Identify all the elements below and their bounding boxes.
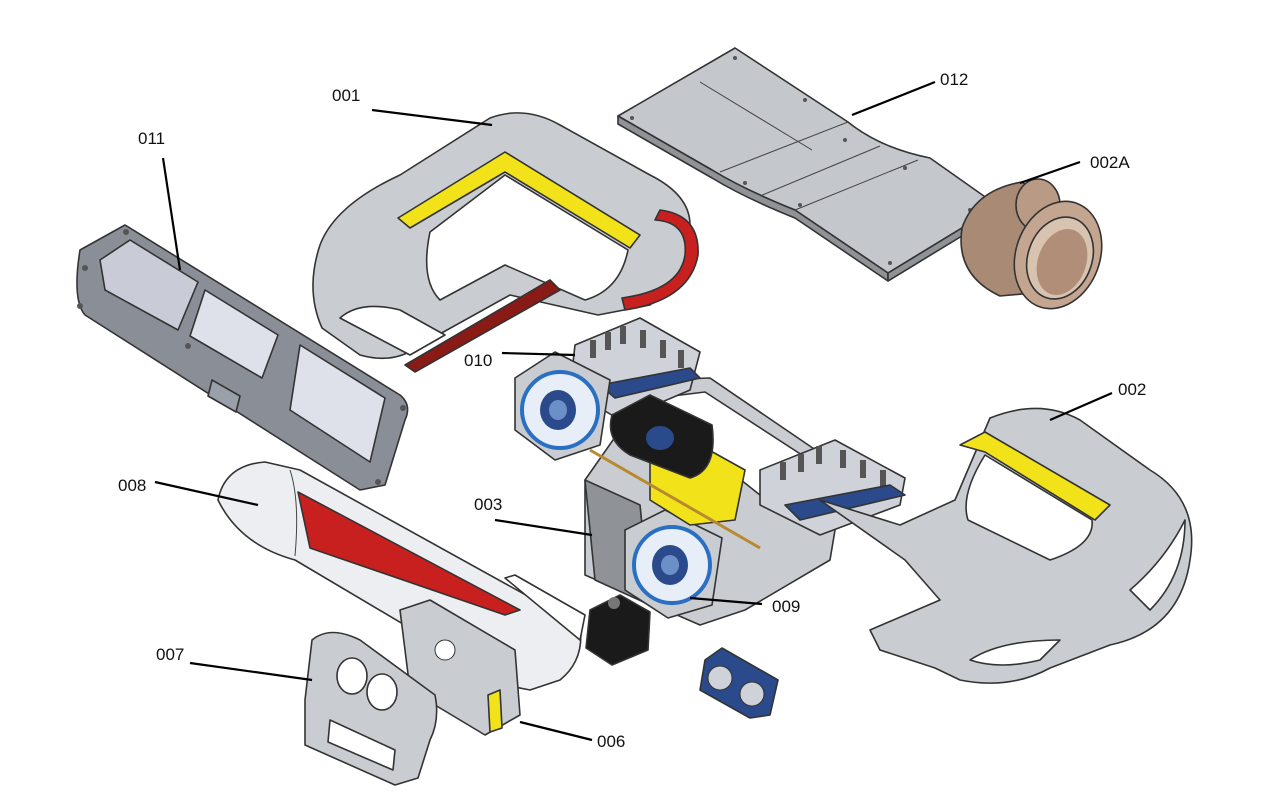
label-006: 006 bbox=[597, 732, 625, 751]
leader-009 bbox=[689, 596, 763, 606]
part-servo bbox=[585, 594, 651, 666]
part-002-shell bbox=[819, 407, 1193, 684]
part-camera-module bbox=[589, 394, 761, 550]
part-009-fan-upper bbox=[514, 351, 611, 461]
label-011: 011 bbox=[138, 129, 165, 148]
label-001: 001 bbox=[332, 86, 360, 105]
leader-011 bbox=[161, 157, 182, 271]
label-012: 012 bbox=[940, 70, 968, 89]
leader-012 bbox=[851, 80, 936, 117]
part-ultrasonic-sensor bbox=[699, 647, 779, 719]
leader-010 bbox=[501, 351, 576, 357]
leader-001 bbox=[371, 108, 493, 127]
leader-002 bbox=[1049, 391, 1113, 422]
label-007: 007 bbox=[156, 645, 184, 664]
leader-003 bbox=[494, 518, 593, 537]
part-009-fan-lower bbox=[624, 509, 723, 619]
label-010: 010 bbox=[464, 351, 492, 370]
leader-006 bbox=[519, 720, 593, 742]
leader-008 bbox=[154, 480, 259, 507]
label-002A: 002A bbox=[1090, 153, 1130, 172]
part-007-cover bbox=[304, 631, 438, 786]
part-001-shell bbox=[312, 112, 699, 373]
label-002: 002 bbox=[1118, 380, 1146, 399]
part-011-frame bbox=[76, 224, 409, 491]
callout-labels: 001 011 012 002A 010 002 008 003 009 007… bbox=[118, 70, 1146, 751]
part-008-housing bbox=[217, 461, 582, 691]
label-003: 003 bbox=[474, 495, 502, 514]
label-008: 008 bbox=[118, 476, 146, 495]
label-009: 009 bbox=[772, 597, 800, 616]
leader-002A bbox=[1019, 160, 1081, 185]
leader-lines bbox=[154, 80, 1113, 742]
leader-007 bbox=[189, 661, 313, 682]
part-pcb-board-right bbox=[759, 439, 906, 536]
part-002A-sleeve bbox=[960, 178, 1103, 310]
